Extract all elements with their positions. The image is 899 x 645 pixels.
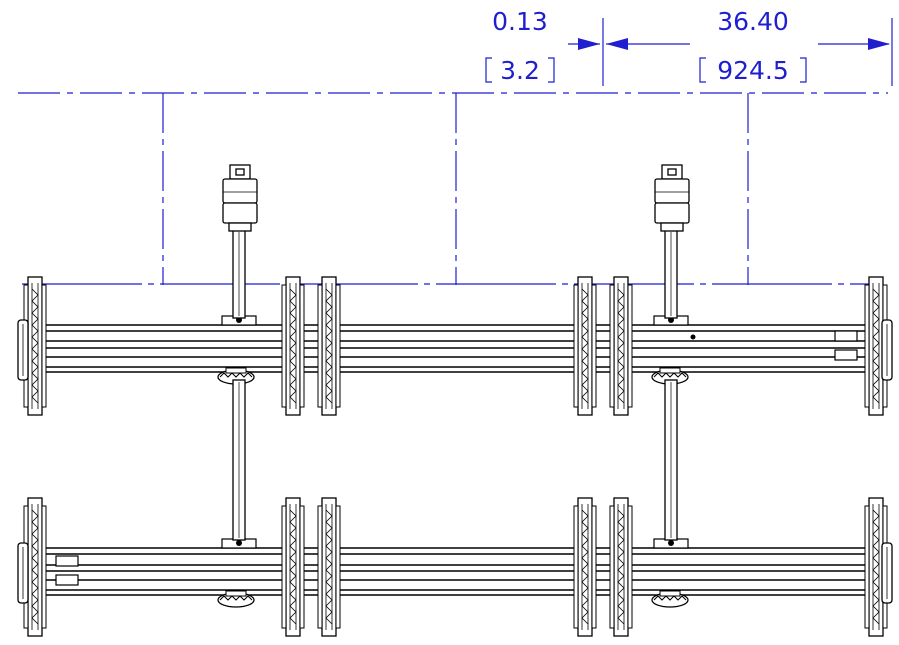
bracket-left-overall [699,57,706,83]
bracket-left-gap [485,57,492,83]
vertical-poles [232,229,678,541]
top-row [17,276,893,416]
label-plate-icon [834,330,858,342]
vertical-bracket [609,497,633,637]
end-cap [17,542,29,604]
vertical-bracket [609,276,633,416]
bottom-rails [40,547,880,596]
arrowheads [578,38,890,50]
bottom-row [17,497,893,637]
vertical-bracket [317,276,341,416]
overall-mm-label: 924.5 [717,56,789,85]
vertical-bracket [573,276,597,416]
vertical-bracket [281,497,305,637]
label-plate-icon [55,555,79,567]
ceiling-mount-right [654,164,690,232]
vertical-bracket [281,276,305,416]
vertical-bracket [317,497,341,637]
end-cap [17,319,29,381]
overall-inches-label: 36.40 [717,7,789,36]
mount-hub-icon [217,590,255,608]
top-rails [40,324,880,373]
end-cap [881,542,893,604]
end-cap [881,319,893,381]
label-plate-icon [834,349,858,361]
gap-mm-label: 3.2 [500,56,540,85]
gap-inches-label: 0.13 [492,7,548,36]
label-plate-icon [55,574,79,586]
vertical-bracket [573,497,597,637]
ceiling-mount-left [222,164,258,232]
dimension-arrow-icon [578,38,600,50]
dimension-arrow-icon [606,38,628,50]
bracket-right-gap [548,57,555,83]
bracket-right-overall [800,57,807,83]
dimension-arrow-icon [868,38,890,50]
mount-hub-icon [651,590,689,608]
